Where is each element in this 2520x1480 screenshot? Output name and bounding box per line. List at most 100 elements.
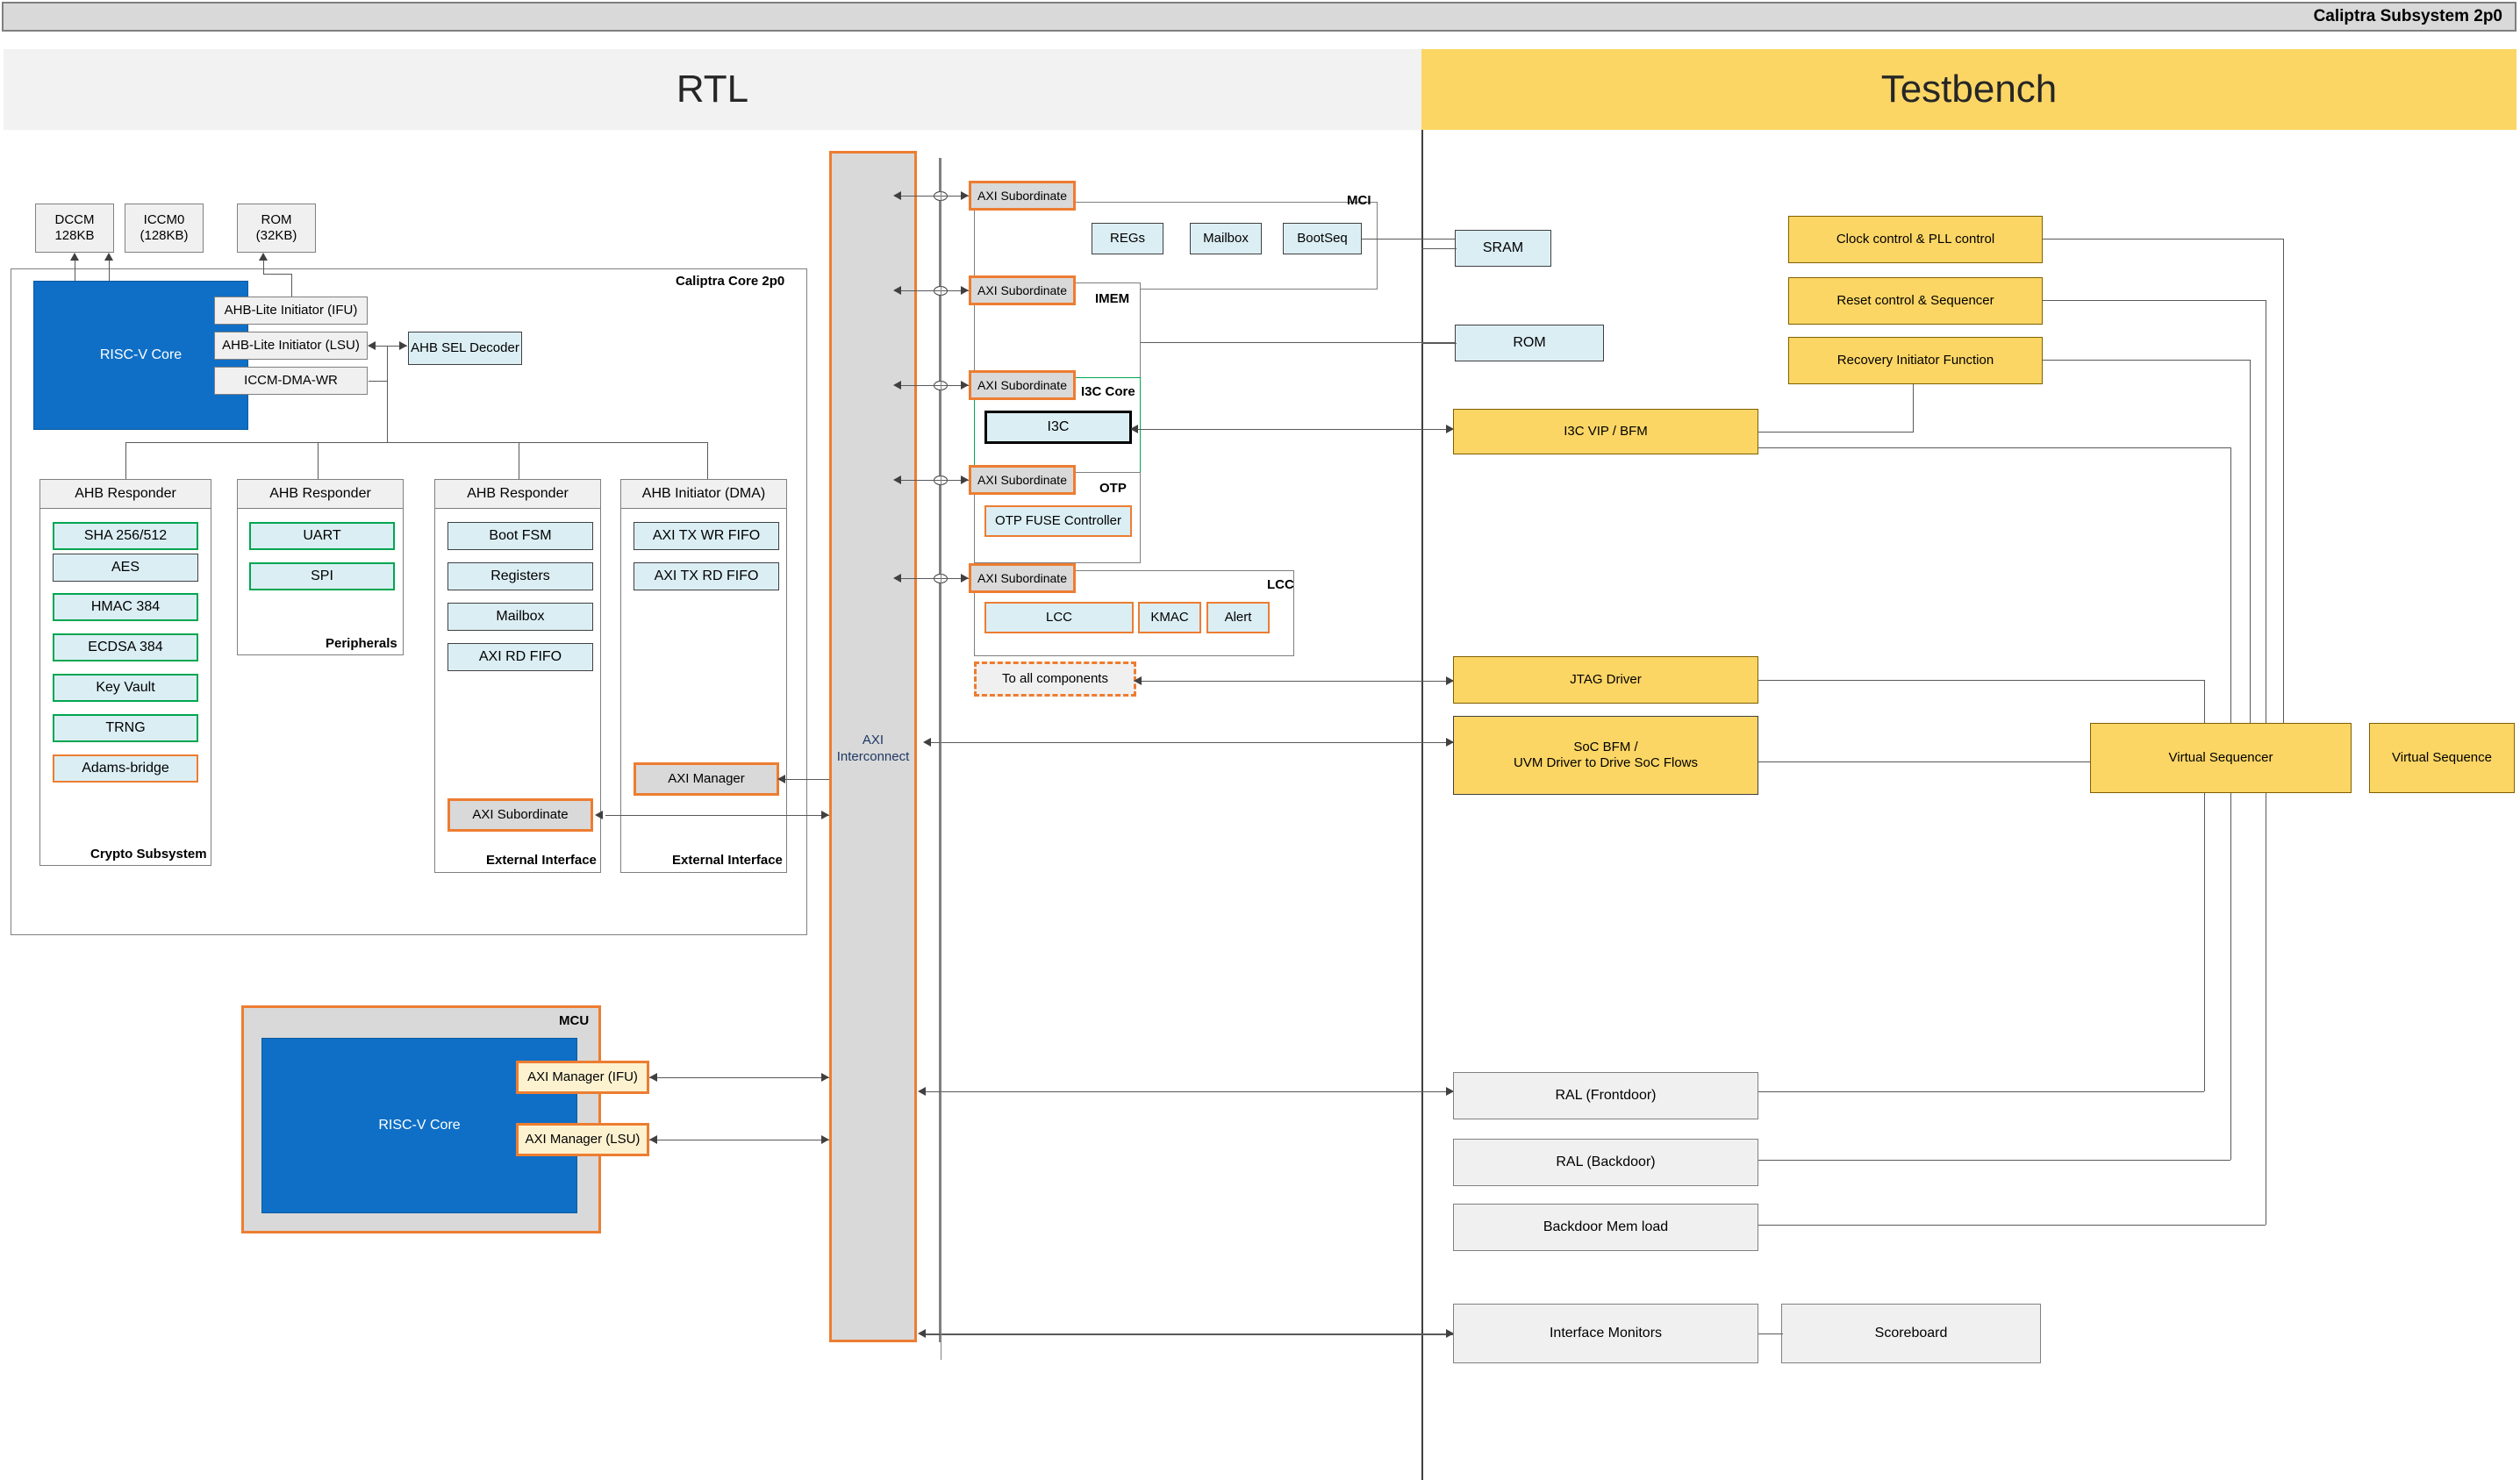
- otp-fuse-controller: OTP FUSE Controller: [984, 505, 1132, 537]
- dma-item-axi-tx-wr-fifo: AXI TX WR FIFO: [634, 522, 779, 550]
- tb-soc-bfm: SoC BFM / UVM Driver to Drive SoC Flows: [1453, 716, 1758, 795]
- ral-frontdoor-arrow-left: [918, 1087, 926, 1096]
- tb-scoreboard-label: Scoreboard: [1875, 1325, 1948, 1341]
- crypto-subsystem-footer: Crypto Subsystem: [90, 847, 207, 862]
- tb-virtual-sequence: Virtual Sequence: [2369, 723, 2515, 793]
- peripherals-footer: Peripherals: [326, 636, 397, 651]
- rtl-band-label: RTL: [677, 68, 748, 111]
- dma-initiator-footer: External Interface: [672, 853, 783, 868]
- memory-dccm-size: 128KB: [54, 228, 94, 244]
- imem-arrow-right: [961, 286, 969, 295]
- dma-initiator-container: [620, 504, 787, 873]
- imem-bus-link: [895, 290, 969, 291]
- peripheral-item-uart: UART: [249, 522, 395, 550]
- ahb-lite-initiator-lsu-label: AHB-Lite Initiator (LSU): [222, 338, 360, 354]
- i3c-rail-v: [2230, 447, 2231, 723]
- ahb-sel-decoder-label: AHB SEL Decoder: [411, 340, 519, 356]
- socbfm-ic-link: [926, 742, 1453, 743]
- mcu-lsu-arrow-right: [821, 1135, 829, 1144]
- mci-item-bootseq: BootSeq: [1283, 223, 1362, 254]
- crypto-item-keyvault: Key Vault: [53, 674, 198, 702]
- mcu-ifu-link: [649, 1077, 829, 1078]
- tb-soc-bfm-line2: UVM Driver to Drive SoC Flows: [1514, 755, 1698, 771]
- tb-interface-monitors: Interface Monitors: [1453, 1304, 1758, 1363]
- otp-arrow-left-to-ic: [893, 475, 901, 484]
- mci-bus-link: [895, 196, 969, 197]
- tb-i3c-vip-bfm-label: I3C VIP / BFM: [1564, 424, 1648, 440]
- iccm-dma-wr-label: ICCM-DMA-WR: [244, 373, 338, 389]
- i3c-core-label: I3C Core: [1081, 384, 1135, 399]
- ahb-drop-1: [125, 442, 126, 479]
- ahb-lite-initiator-ifu-label: AHB-Lite Initiator (IFU): [225, 303, 358, 318]
- lcc-axi-subordinate: AXI Subordinate: [969, 563, 1076, 593]
- ahb-drop-4: [707, 442, 708, 479]
- tb-reset-sequencer-label: Reset control & Sequencer: [1836, 293, 1994, 309]
- lcc-arrow-left-to-ic: [893, 574, 901, 583]
- window-title-bar: Caliptra Subsystem 2p0: [2, 2, 2516, 32]
- axi-interconnect-line2: Interconnect: [837, 749, 910, 764]
- ext-sub-arrow-right: [821, 811, 829, 819]
- recovery-i3c-h: [1758, 432, 1914, 433]
- tb-recovery-initiator: Recovery Initiator Function: [1788, 337, 2043, 384]
- lsu-decoder-arrow-right: [399, 341, 407, 350]
- mcu-axi-manager-ifu: AXI Manager (IFU): [516, 1061, 649, 1094]
- axi-interconnect-line1: AXI: [863, 733, 884, 747]
- dma-axi-manager: AXI Manager: [634, 762, 779, 796]
- mcu-riscv-core-label: RISC-V Core: [378, 1117, 460, 1133]
- rtl-testbench-divider: [1421, 130, 1423, 1480]
- tb-soc-bfm-line1: SoC BFM /: [1573, 740, 1637, 755]
- clock-rail-h: [2043, 239, 2283, 240]
- iccm0-arrow-up: [104, 253, 113, 261]
- crypto-item-adams-bridge: Adams-bridge: [53, 754, 198, 783]
- tb-virtual-sequence-label: Virtual Sequence: [2392, 750, 2492, 766]
- otp-axi-subordinate: AXI Subordinate: [969, 465, 1076, 495]
- ext-responder-header: AHB Responder: [434, 479, 601, 509]
- window-title: Caliptra Subsystem 2p0: [2314, 7, 2515, 26]
- mci-axi-subordinate: AXI Subordinate: [969, 181, 1076, 211]
- imem-arrow-left-to-ic: [893, 286, 901, 295]
- interface-monitors-ic-link: [926, 1333, 1453, 1335]
- jtag-to-all-link: [1141, 681, 1453, 682]
- i3c-item-i3c: I3C: [984, 411, 1132, 444]
- i3c-bus-link: [895, 385, 969, 386]
- iccm-dma-wr: ICCM-DMA-WR: [214, 367, 368, 395]
- iccm-dma-bus: [369, 381, 388, 382]
- tb-rom: ROM: [1455, 325, 1604, 361]
- clock-rail-v: [2283, 239, 2284, 723]
- ral-bd-rail-h: [1758, 1160, 2230, 1161]
- ext-sub-arrow-left: [595, 811, 603, 819]
- memory-iccm0-size: (128KB): [140, 228, 188, 244]
- crypto-item-trng: TRNG: [53, 714, 198, 742]
- otp-label: OTP: [1099, 481, 1127, 496]
- tb-reset-sequencer: Reset control & Sequencer: [1788, 277, 2043, 325]
- memory-dccm: DCCM 128KB: [35, 204, 114, 253]
- rom-left-stub: [1421, 343, 1457, 344]
- tb-virtual-sequencer: Virtual Sequencer: [2090, 723, 2352, 793]
- mcu-ifu-arrow-left: [649, 1073, 657, 1082]
- mcu-ifu-arrow-right: [821, 1073, 829, 1082]
- i3c-vip-arrow-left: [1130, 425, 1138, 433]
- memory-dccm-name: DCCM: [55, 212, 95, 228]
- ext-item-axi-rd-fifo: AXI RD FIFO: [447, 643, 593, 671]
- mcu-axi-manager-lsu: AXI Manager (LSU): [516, 1123, 649, 1156]
- ahb-lite-initiator-ifu: AHB-Lite Initiator (IFU): [214, 297, 368, 325]
- ext-responder-footer: External Interface: [486, 853, 597, 868]
- reset-rail-h: [2043, 300, 2266, 301]
- jtag-to-all-arrow-left: [1134, 676, 1142, 685]
- ext-responder-header-label: AHB Responder: [467, 485, 569, 502]
- tb-i3c-vip-bfm: I3C VIP / BFM: [1453, 409, 1758, 454]
- jtag-rail-v: [2204, 680, 2205, 723]
- testbench-band-label: Testbench: [1881, 68, 2058, 111]
- ext-item-registers: Registers: [447, 562, 593, 590]
- ahb-bus-horizontal: [125, 442, 707, 443]
- dma-mgr-link: [783, 779, 829, 780]
- lcc-arrow-right: [961, 574, 969, 583]
- to-all-components-box: To all components: [974, 661, 1136, 697]
- ahb-drop-2: [318, 442, 319, 479]
- rom-arrow-up: [259, 253, 268, 261]
- otp-arrow-right: [961, 475, 969, 484]
- recovery-rail-h: [2043, 360, 2250, 361]
- tb-interface-monitors-label: Interface Monitors: [1550, 1325, 1662, 1341]
- lcc-item-lcc: LCC: [984, 602, 1134, 633]
- crypto-item-ecdsa: ECDSA 384: [53, 633, 198, 661]
